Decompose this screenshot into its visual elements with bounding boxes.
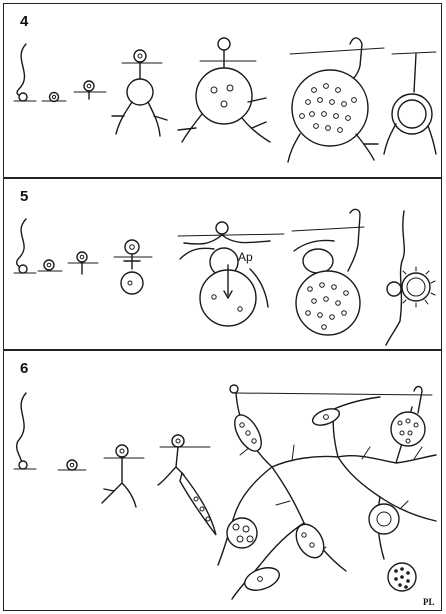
zoospore xyxy=(19,93,27,101)
sporangium xyxy=(127,79,153,105)
swelling xyxy=(291,519,330,562)
panel-4: 4 xyxy=(3,3,442,178)
panel-5: 5 Ap xyxy=(3,178,442,350)
mature-sporangium xyxy=(296,271,360,335)
panel-4-drawing xyxy=(4,4,440,176)
panel-6-drawing: PL xyxy=(4,351,440,609)
artist-initials: PL xyxy=(423,597,435,607)
sporangium xyxy=(196,68,252,124)
apophysis-label: Ap xyxy=(238,250,253,264)
swelling xyxy=(180,473,216,535)
sporangium xyxy=(227,518,257,548)
panel-6: 6 xyxy=(3,350,442,611)
panel-5-drawing: Ap xyxy=(4,179,440,348)
flagellum xyxy=(17,44,26,97)
